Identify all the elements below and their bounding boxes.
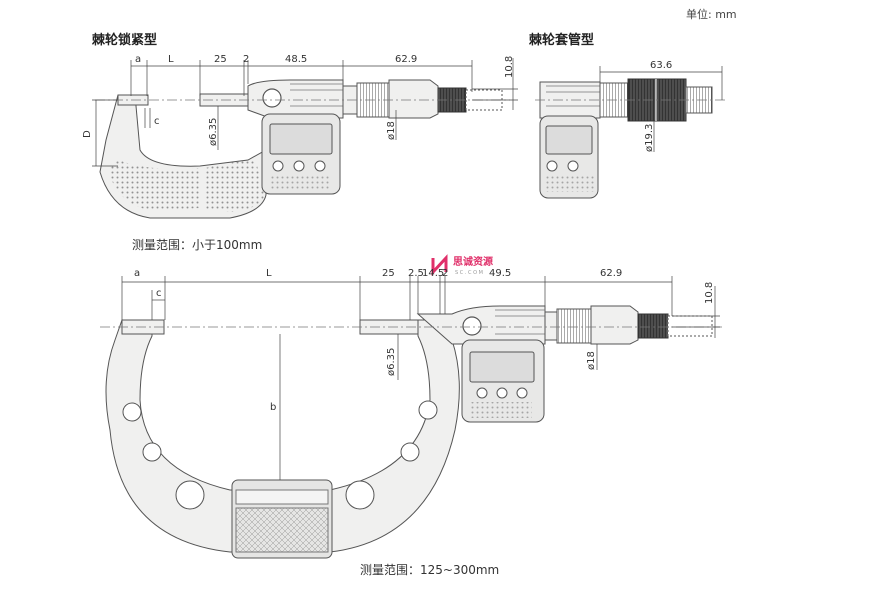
small-dimension-labels: a L 25 2 48.5 62.9 10.8 D c ø6.35 ø18 xyxy=(82,54,515,146)
dim-108-small: 10.8 xyxy=(504,56,515,78)
large-micrometer xyxy=(100,305,722,559)
dim-L-large: L xyxy=(266,268,272,279)
dim-193: ø19.3 xyxy=(644,124,655,152)
dim-636: 63.6 xyxy=(650,60,672,71)
thimble-micrometer xyxy=(535,78,726,199)
dim-2-large: 2 xyxy=(442,268,448,279)
watermark-sub: S C . C O M xyxy=(455,270,483,276)
dim-635-small: ø6.35 xyxy=(208,118,219,146)
dim-a-small: a xyxy=(135,54,141,65)
dim-629-large: 62.9 xyxy=(600,268,622,279)
dim-2-small: 2 xyxy=(243,54,249,65)
dim-629-small: 62.9 xyxy=(395,54,417,65)
large-dimension-labels: a c L 25 2.5 14.5 2 49.5 62.9 10.8 ø6.35… xyxy=(134,268,715,413)
large-dimensions xyxy=(121,276,720,480)
watermark-logo: 思诚资源 S C . C O M xyxy=(431,254,493,276)
dim-485-small: 48.5 xyxy=(285,54,307,65)
dim-L-small: L xyxy=(168,54,174,65)
dim-25b-large: 2.5 xyxy=(408,268,424,279)
thimble-dimension-labels: 63.6 ø19.3 xyxy=(644,60,672,152)
title-ratchet-thimble: 棘轮套管型 xyxy=(529,33,595,48)
dim-635-large: ø6.35 xyxy=(386,348,397,376)
dim-145-large: 14.5 xyxy=(422,268,444,279)
range-small: 测量范围：小于100mm xyxy=(132,238,263,252)
dim-D-small: D xyxy=(82,130,93,138)
dim-108-large: 10.8 xyxy=(704,282,715,304)
dim-18-large: ø18 xyxy=(586,351,597,370)
watermark-brand: 思诚资源 xyxy=(453,255,493,268)
dim-c-large: c xyxy=(156,288,162,299)
title-ratchet-lock: 棘轮锁紧型 xyxy=(92,33,158,48)
small-micrometer xyxy=(95,79,510,219)
dim-18-small: ø18 xyxy=(386,121,397,140)
dim-b-large: b xyxy=(270,402,276,413)
thimble-dimensions xyxy=(599,66,723,152)
dim-a-large: a xyxy=(134,268,140,279)
dim-c-small: c xyxy=(154,116,160,127)
small-dimensions xyxy=(92,58,518,167)
range-large: 测量范围：125~300mm xyxy=(360,563,500,577)
dim-25-large: 25 xyxy=(382,268,395,279)
dim-25-small: 25 xyxy=(214,54,227,65)
dim-495-large: 49.5 xyxy=(489,268,511,279)
unit-label: 单位: mm xyxy=(686,8,737,21)
